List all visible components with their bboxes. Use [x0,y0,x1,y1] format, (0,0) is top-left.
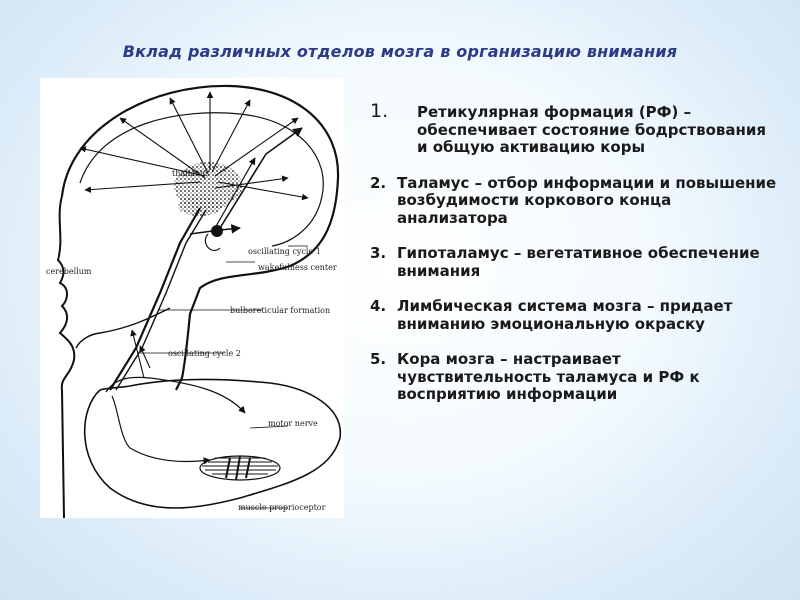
label-motor-nerve: motor nerve [268,419,318,428]
wakefulness-center-node [211,225,223,237]
slide-title: Вклад различных отделов мозга в организа… [122,42,678,61]
attention-points-list: 1. Ретикулярная формация (РФ) – обеспечи… [370,100,780,404]
brain-attention-diagram: thalamus oscillating cycle 1 wakefulness… [40,78,344,518]
point-4-text: Лимбическая система мозга – придает вним… [397,297,733,333]
point-1: 1. Ретикулярная формация (РФ) – обеспечи… [370,100,780,157]
label-bulboreticular-formation: bulboreticular formation [230,306,330,315]
point-1-number: 1. [370,100,389,122]
point-3-text: Гипоталамус – вегетативное обеспечение в… [397,244,760,280]
point-4-number: 4. [370,297,387,315]
cerebellum-outline [75,307,171,349]
label-oscillating-cycle-1: oscillating cycle 1 [248,247,321,256]
label-thalamus: thalamus [172,169,209,178]
muscle-spindle [199,455,281,481]
point-1-text: Ретикулярная формация (РФ) – обеспечивае… [417,103,767,156]
point-4: 4. Лимбическая система мозга – придает в… [370,297,780,333]
brain-diagram-svg: thalamus oscillating cycle 1 wakefulness… [46,84,341,518]
face-outline [56,195,76,518]
head-outline [60,84,340,391]
cortex-outline [79,112,324,247]
point-5: 5. Кора мозга – настраивает чувствительн… [370,350,780,404]
point-5-number: 5. [370,350,387,368]
label-wakefulness-center: wakefulness center [258,263,337,272]
point-2: 2. Таламус – отбор информации и повышени… [370,173,780,228]
point-2-number: 2. [370,173,387,192]
point-5-text: Кора мозга – настраивает чувствительност… [397,350,700,403]
limb-outline [83,378,341,509]
point-3-number: 3. [370,244,387,262]
label-cerebellum: cerebellum [46,267,92,276]
point-3: 3. Гипоталамус – вегетативное обеспечени… [370,244,780,280]
label-oscillating-cycle-2: oscillating cycle 2 [168,349,241,358]
point-2-text: Таламус – отбор информации и повышение в… [397,173,777,227]
ascending-pathway [109,207,201,391]
label-muscle-proprioceptor: muscle proprioceptor [238,503,326,512]
